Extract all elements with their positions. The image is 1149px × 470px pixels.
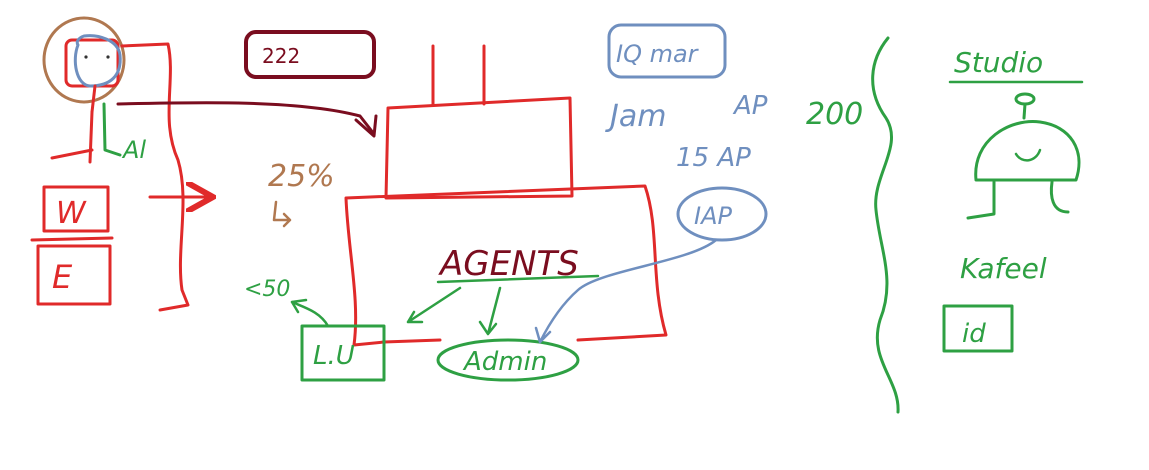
- red-bracket: [120, 42, 190, 312]
- admin-node: Admin: [436, 338, 580, 382]
- eye-dot: [84, 55, 88, 59]
- al-label: Al: [121, 136, 146, 164]
- shoulder-line: [50, 148, 94, 160]
- e-box: E: [30, 236, 114, 306]
- head-outer-circle: [42, 16, 126, 104]
- iap-label: IAP: [694, 202, 732, 230]
- head-to-server-arrow: [116, 101, 376, 136]
- agents-to-lu-arrow: [406, 286, 462, 324]
- body-line: [88, 110, 94, 164]
- person-figure: Al: [42, 16, 146, 164]
- robot-leg-left: [966, 180, 996, 220]
- lu-box-label: L.U: [313, 341, 355, 371]
- iq-box: IQ mar: [607, 23, 727, 79]
- admin-label: Admin: [462, 347, 547, 377]
- robot-body: [974, 120, 1081, 182]
- iap-to-admin-arrow: [534, 238, 718, 344]
- e-box-label: E: [52, 258, 73, 296]
- robot-smile: [1014, 148, 1042, 162]
- robot-leg-right: [1049, 180, 1070, 214]
- iap-node: IAP: [676, 186, 768, 242]
- neck-line: [90, 84, 97, 114]
- ap-label: AP: [732, 91, 768, 121]
- w-box-label: W: [56, 196, 87, 231]
- al-green-line: [102, 102, 122, 157]
- agents-underline: [436, 274, 600, 284]
- agents-box: [344, 184, 668, 347]
- counter-box-label: 222: [262, 44, 300, 68]
- agents-to-admin-arrow: [478, 286, 502, 336]
- server-block: [344, 44, 668, 347]
- robot-antenna-head: [1014, 92, 1036, 106]
- percent-hook: [272, 200, 292, 228]
- server-top-box: [384, 96, 574, 200]
- wavy-divider: [871, 36, 900, 414]
- lu-count-arrow: [290, 298, 330, 328]
- eye-dot: [106, 55, 110, 59]
- head-blue-shape: [73, 34, 122, 88]
- jam-label: Jam: [605, 99, 666, 134]
- ap-15-label: 15 AP: [676, 143, 751, 173]
- percent-label: 25%: [268, 159, 335, 194]
- studio-label: Studio: [954, 46, 1043, 79]
- lu-box: L.U: [300, 324, 386, 382]
- lu-count-label: <50: [244, 277, 290, 302]
- kafeel-label: Kafeel: [960, 252, 1047, 285]
- w-box: W: [42, 185, 110, 233]
- id-box-label: id: [962, 319, 986, 349]
- robot-figure: [966, 92, 1081, 220]
- robot-antenna-stem: [1022, 102, 1027, 120]
- counter-box: 222: [244, 30, 376, 79]
- two-hundred-label: 200: [806, 97, 863, 132]
- head-to-server-arrowhead: [354, 114, 378, 138]
- id-box: id: [942, 304, 1014, 353]
- iq-box-label: IQ mar: [616, 40, 700, 68]
